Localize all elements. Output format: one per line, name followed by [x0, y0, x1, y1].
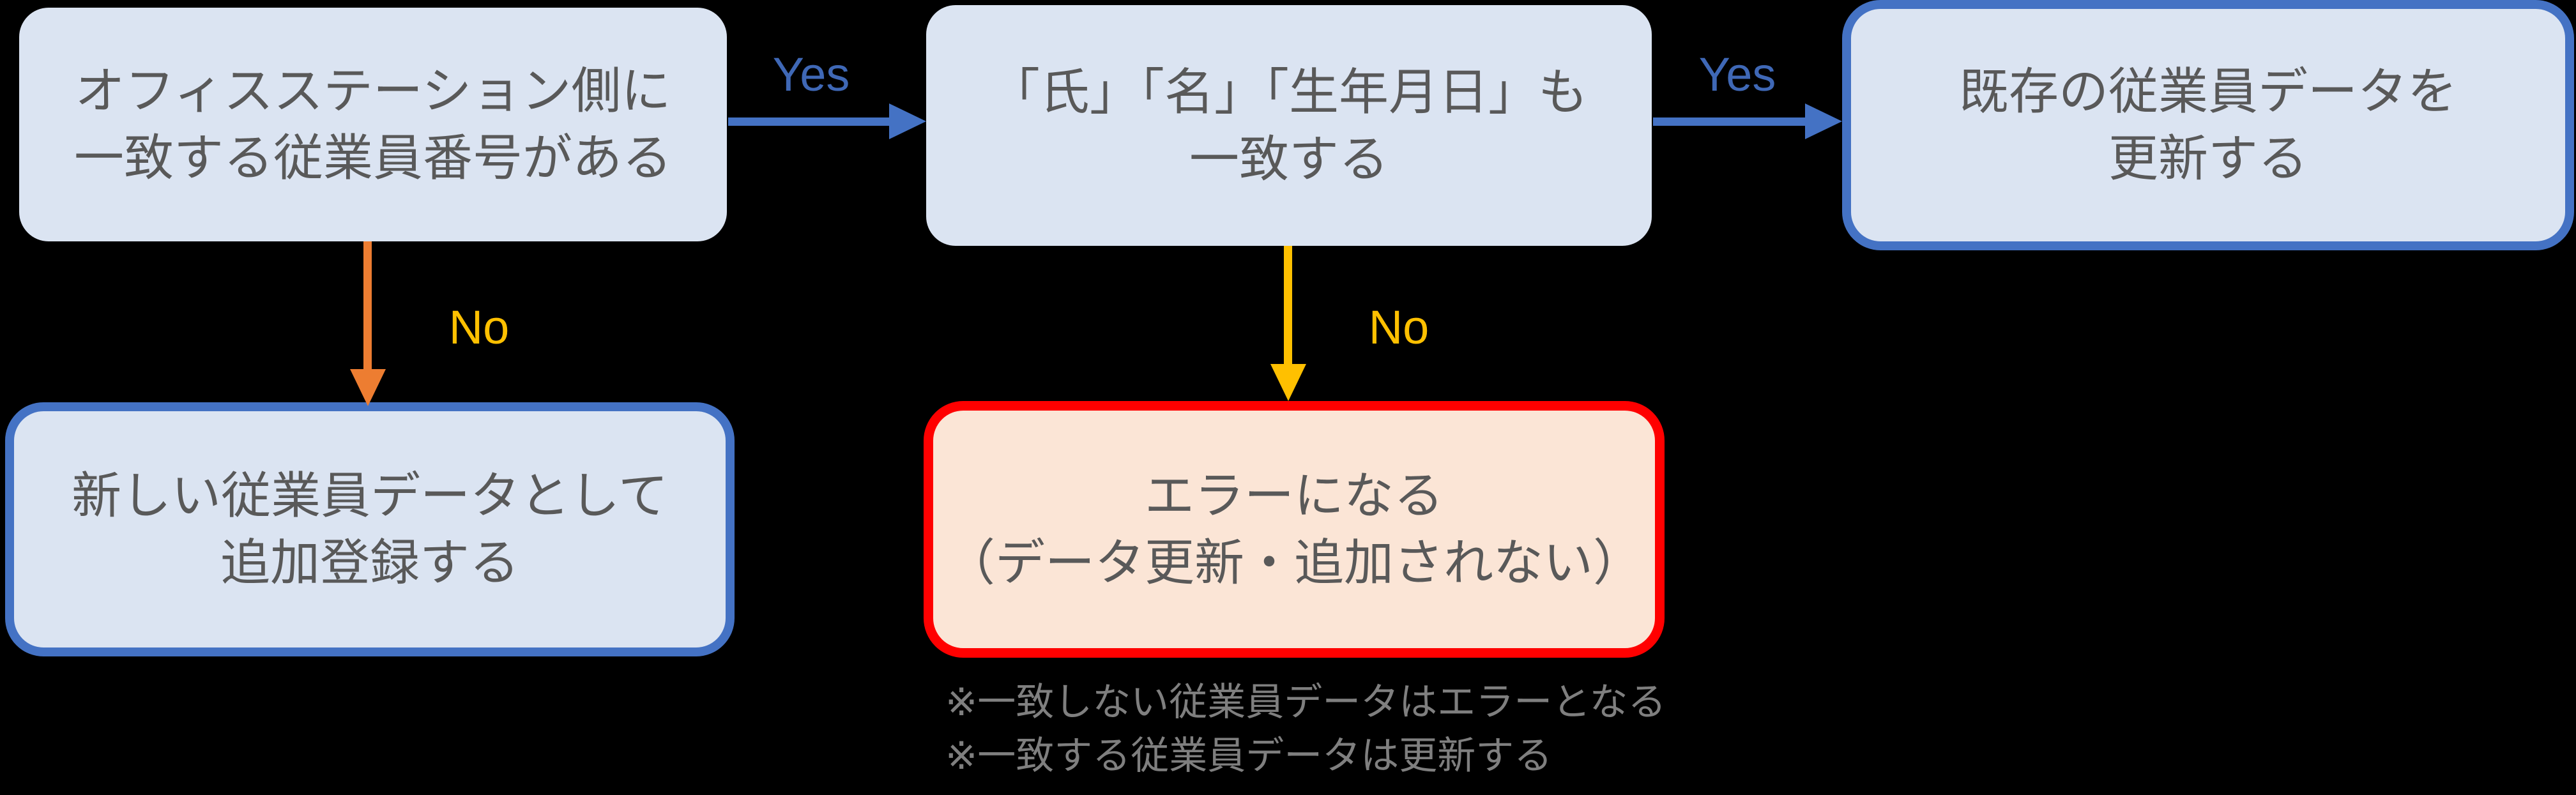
- edge-label-yes-1: Yes: [772, 48, 850, 101]
- node-add-new: 新しい従業員データとして 追加登録する: [5, 402, 735, 656]
- node-text: 既存の従業員データを 更新する: [1959, 58, 2457, 192]
- edge-label-no-1: No: [448, 301, 510, 354]
- node-text-line2: （データ更新・追加されない）: [945, 534, 1643, 591]
- no-arrow-2-head-icon: [1270, 364, 1306, 401]
- yes-arrow-1-head-icon: [889, 103, 926, 139]
- node-text-line2: 一致する: [1189, 130, 1389, 187]
- node-text-line2: 更新する: [2108, 130, 2308, 186]
- node-text-line1: エラーになる: [1144, 467, 1444, 524]
- node-text-line1: 「氏」「名」「生年月日」も: [989, 63, 1588, 120]
- node-text-line1: 新しい従業員データとして: [72, 467, 668, 524]
- edge-label-no-2: No: [1368, 301, 1429, 354]
- node-error-result: エラーになる （データ更新・追加されない）: [924, 401, 1665, 658]
- no-arrow-1-head-icon: [350, 369, 386, 406]
- node-text: 「氏」「名」「生年月日」も 一致する: [990, 59, 1588, 192]
- footnote-line1: ※一致しない従業員データはエラーとなる: [945, 681, 1666, 723]
- node-update-existing: 既存の従業員データを 更新する: [1842, 0, 2574, 250]
- node-check-employee-number: オフィスステーション側に 一致する従業員番号がある: [19, 8, 727, 241]
- yes-arrow-2-head-icon: [1805, 103, 1842, 139]
- no-arrow-2-shaft: [1284, 246, 1292, 365]
- yes-arrow-2-shaft: [1653, 117, 1805, 126]
- node-text-line2: 一致する従業員番号がある: [73, 130, 672, 186]
- footnotes: ※一致しない従業員データはエラーとなる ※一致する従業員データは更新する: [945, 676, 1666, 783]
- edge-label-yes-2: Yes: [1698, 48, 1776, 101]
- footnote-line2: ※一致する従業員データは更新する: [945, 734, 1553, 777]
- node-text: エラーになる （データ更新・追加されない）: [945, 462, 1643, 596]
- node-text-line1: 既存の従業員データを: [1958, 63, 2457, 120]
- yes-arrow-1-shaft: [728, 117, 889, 126]
- node-text: オフィスステーション側に 一致する従業員番号がある: [74, 57, 672, 191]
- node-text: 新しい従業員データとして 追加登録する: [72, 462, 668, 596]
- node-text-line2: 追加登録する: [220, 534, 519, 591]
- no-arrow-1-shaft: [363, 241, 372, 370]
- node-check-name-birthdate: 「氏」「名」「生年月日」も 一致する: [926, 5, 1652, 246]
- node-text-line1: オフィスステーション側に: [75, 63, 671, 119]
